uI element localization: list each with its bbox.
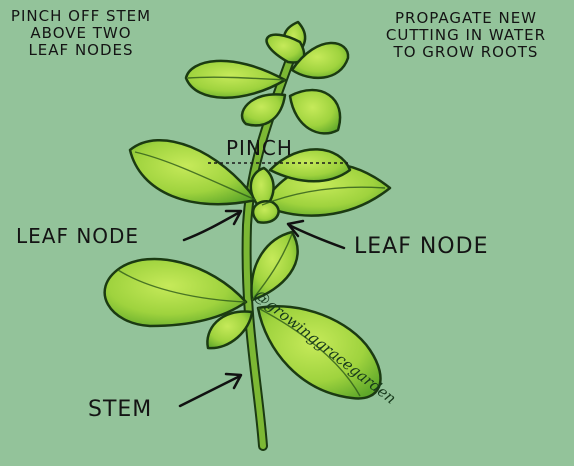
pinch-label: PINCH — [226, 137, 293, 159]
leaf-node-label-left: LEAF NODE — [16, 225, 139, 247]
stem-arrow — [180, 374, 241, 406]
instruction-propagate-text: PROPAGATE NEW CUTTING IN WATER TO GROW R… — [358, 10, 574, 60]
leaf-top-5 — [242, 94, 285, 125]
leaf-node-label-right: LEAF NODE — [354, 235, 488, 260]
leaf-node-left-arrow — [184, 211, 241, 240]
instruction-pinch-text: PINCH OFF STEM ABOVE TWO LEAF NODES — [2, 8, 160, 58]
leaf-top-6 — [290, 90, 340, 133]
leaf-bud-2 — [253, 201, 279, 222]
stem-label: STEM — [88, 398, 152, 423]
